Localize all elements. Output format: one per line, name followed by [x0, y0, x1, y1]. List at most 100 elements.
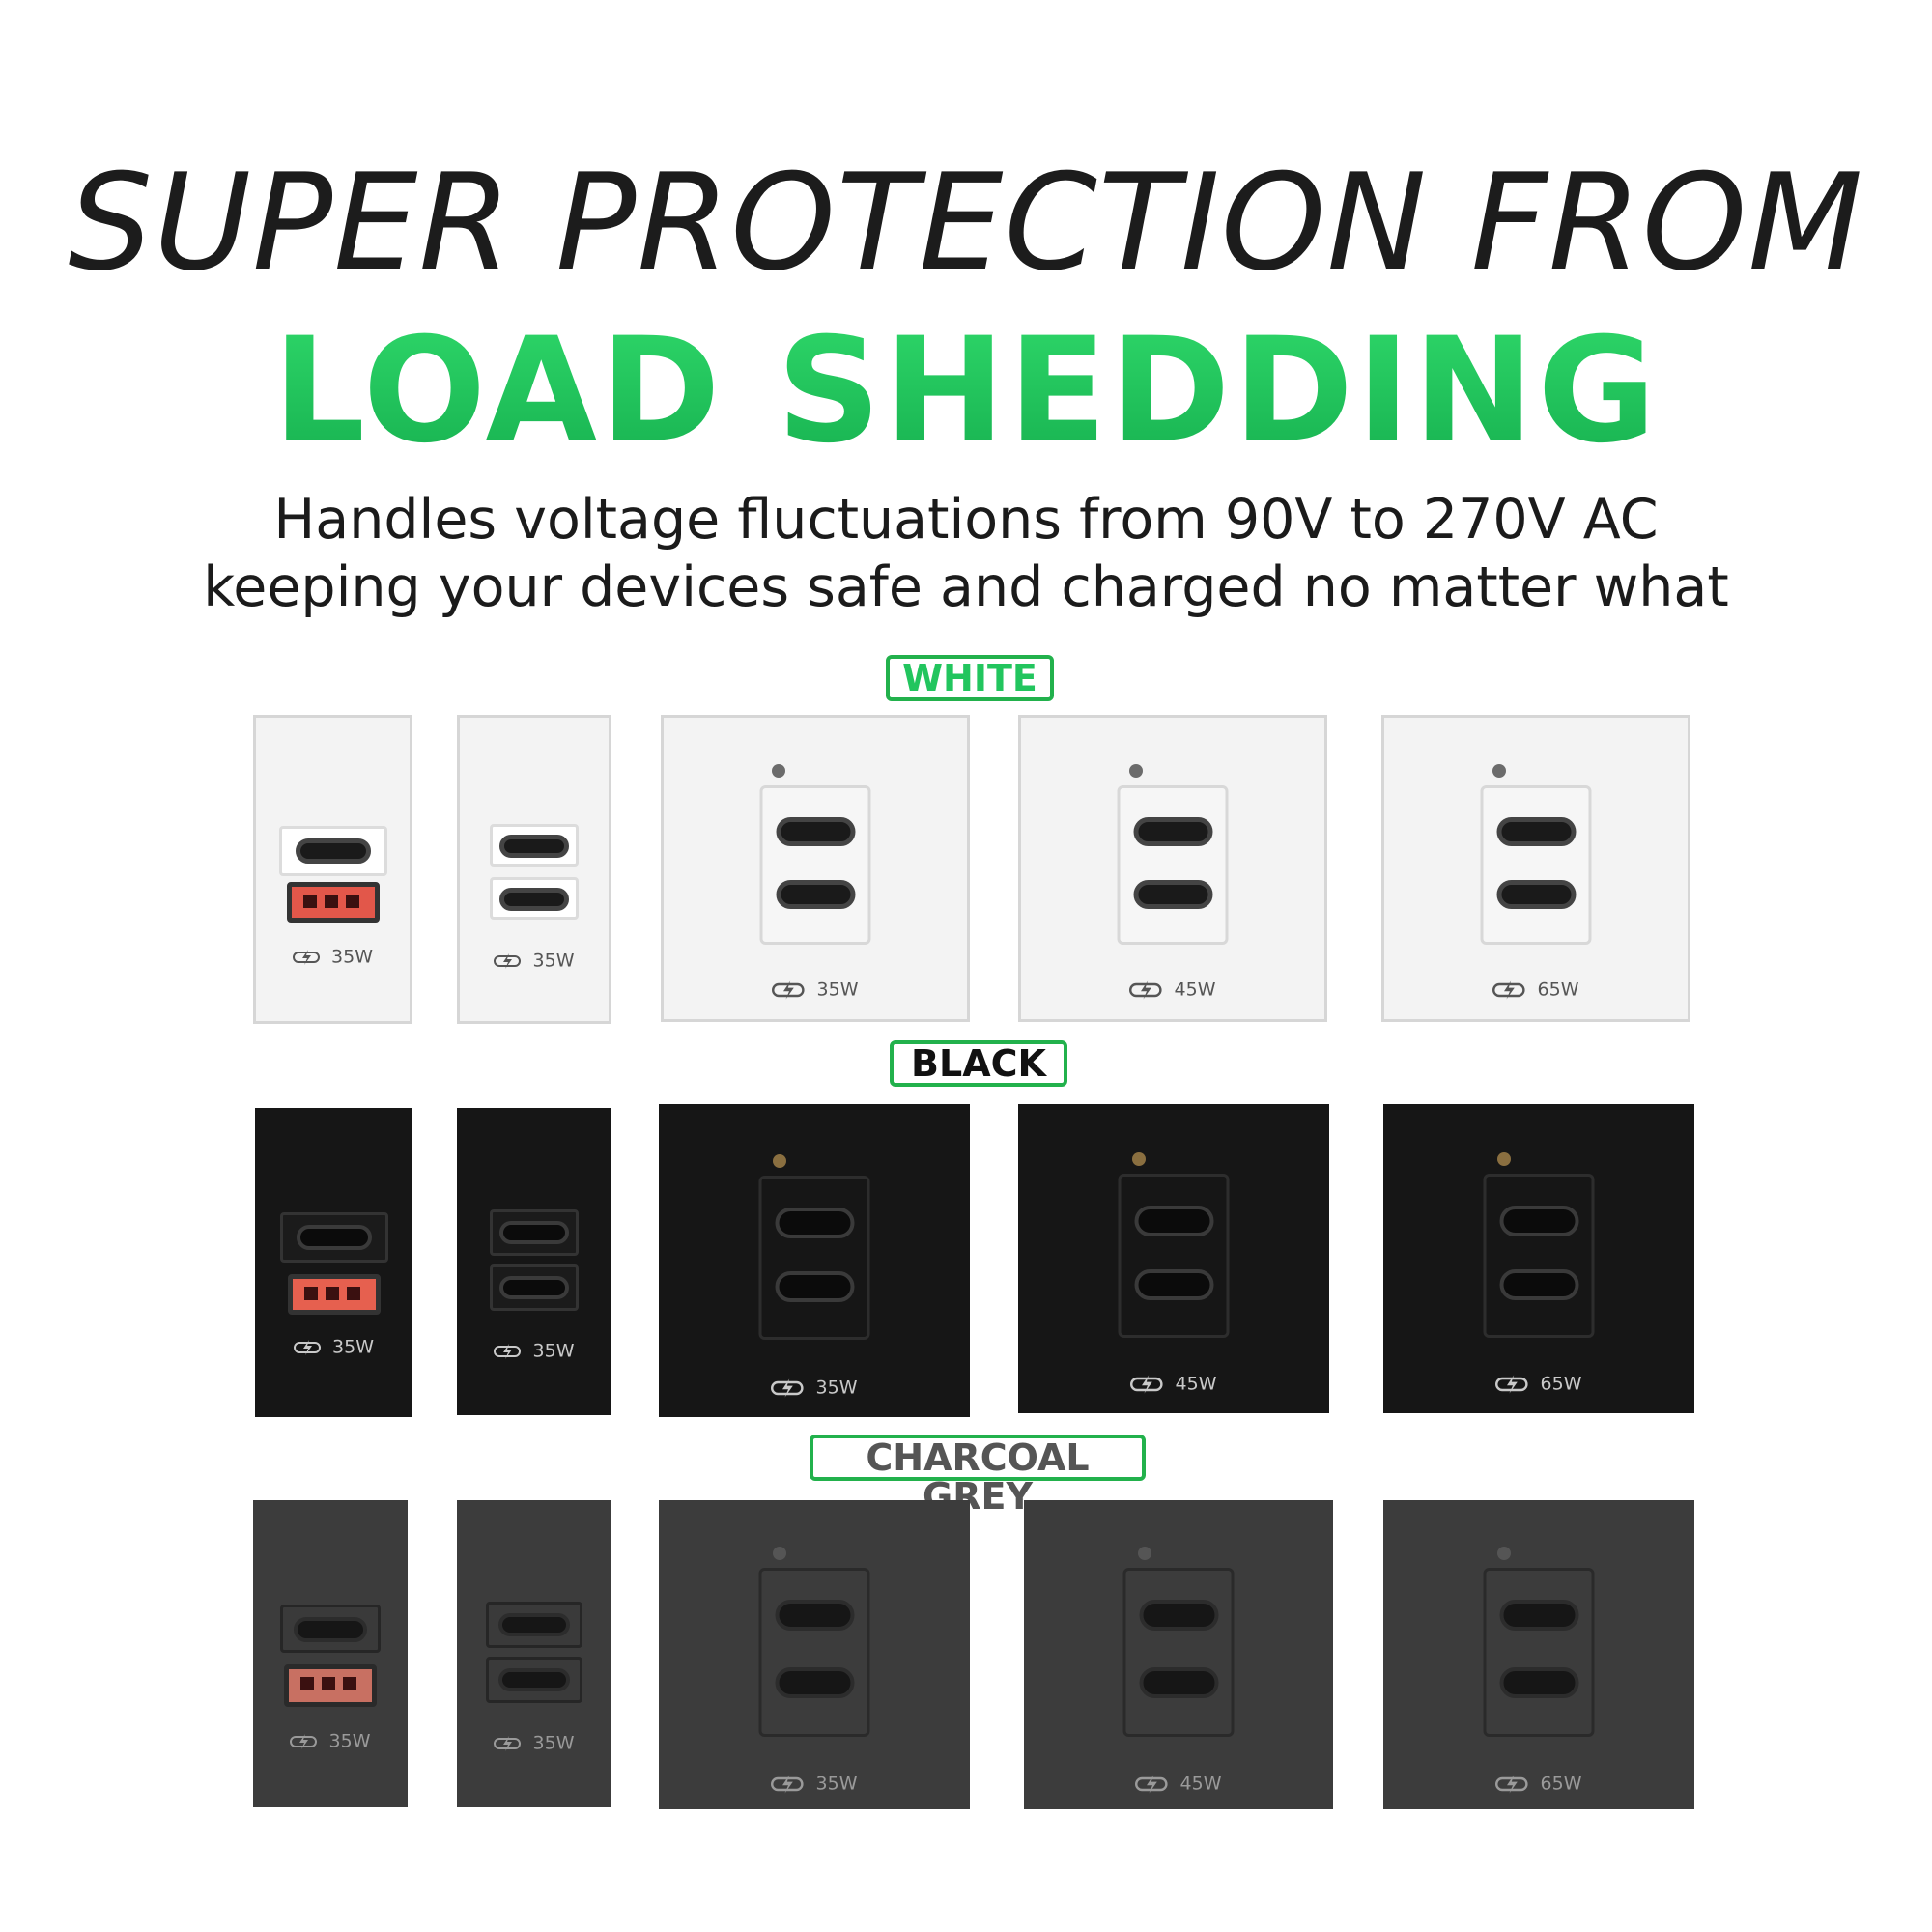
indicator-led — [1129, 764, 1143, 778]
usb-c-port — [296, 1225, 372, 1250]
usb-c-port — [1499, 1269, 1578, 1300]
wattage-label: 35W — [256, 946, 410, 968]
product-tile: 35W — [661, 715, 970, 1022]
indicator-led — [1497, 1547, 1511, 1560]
indicator-led — [1497, 1152, 1511, 1166]
wattage-label: 35W — [253, 1730, 408, 1752]
usb-c-port — [1496, 880, 1576, 909]
product-tile: 65W — [1383, 1500, 1694, 1809]
charging-bolt-icon — [293, 1339, 321, 1355]
product-tile: 45W — [1018, 1104, 1329, 1413]
usb-c-port — [1499, 1206, 1578, 1236]
charging-bolt-icon — [772, 980, 806, 1000]
wattage-label: 65W — [1383, 1773, 1694, 1795]
wattage-label: 65W — [1384, 979, 1688, 1001]
indicator-led — [772, 764, 785, 778]
product-tile: 35W — [659, 1500, 970, 1809]
usb-c-port-recess — [279, 1212, 388, 1263]
usb-c-port — [499, 888, 569, 911]
usb-c-port-recess — [490, 1264, 579, 1311]
usb-c-port — [775, 1271, 854, 1302]
usb-c-port — [1496, 817, 1576, 846]
usb-c-module — [758, 1176, 870, 1340]
charging-bolt-icon — [1495, 1374, 1529, 1394]
charging-bolt-icon — [494, 1735, 522, 1751]
usb-c-module — [759, 785, 871, 945]
usb-c-port — [295, 838, 371, 864]
headline-line1: SUPER PROTECTION FROM — [68, 145, 1864, 300]
usb-c-port — [1499, 1600, 1578, 1631]
usb-a-port — [284, 1664, 377, 1707]
product-tile: 35W — [457, 715, 611, 1024]
charging-bolt-icon — [1135, 1774, 1169, 1794]
charging-bolt-icon — [1495, 1774, 1529, 1794]
usb-c-module — [1117, 785, 1229, 945]
product-tile: 35W — [457, 1500, 611, 1807]
wattage-label: 35W — [664, 979, 967, 1001]
wattage-label: 45W — [1018, 1373, 1329, 1395]
usb-c-port-recess — [280, 1605, 381, 1653]
wattage-label: 45W — [1024, 1773, 1333, 1795]
wattage-label: 35W — [460, 950, 609, 972]
usb-c-module — [1483, 1174, 1595, 1338]
usb-c-module — [1118, 1174, 1230, 1338]
charging-bolt-icon — [290, 1733, 318, 1749]
wattage-label: 35W — [457, 1340, 611, 1362]
wattage-label: 35W — [659, 1773, 970, 1795]
usb-c-module — [1483, 1568, 1595, 1737]
usb-c-port-recess — [490, 824, 579, 867]
color-label-black: BLACK — [890, 1040, 1067, 1087]
product-tile: 45W — [1024, 1500, 1333, 1809]
usb-c-port — [1139, 1667, 1218, 1698]
usb-c-port — [775, 1667, 854, 1698]
indicator-led — [1492, 764, 1506, 778]
usb-c-port — [1134, 1206, 1213, 1236]
usb-c-port-recess — [486, 1602, 582, 1648]
usb-c-port — [499, 835, 569, 858]
usb-c-port — [294, 1617, 367, 1642]
product-tile: 35W — [253, 1500, 408, 1807]
usb-c-port-recess — [278, 826, 387, 876]
usb-c-port — [1139, 1600, 1218, 1631]
charging-bolt-icon — [1130, 1374, 1164, 1394]
subheadline-line1: Handles voltage fluctuations from 90V to… — [273, 488, 1659, 552]
usb-c-port — [498, 1668, 570, 1691]
usb-c-port — [498, 1613, 570, 1636]
usb-c-port — [1134, 1269, 1213, 1300]
wattage-label: 45W — [1021, 979, 1324, 1001]
charging-bolt-icon — [771, 1774, 805, 1794]
usb-c-module — [758, 1568, 870, 1737]
indicator-led — [1138, 1547, 1151, 1560]
headline-line2: LOAD SHEDDING — [0, 307, 1932, 475]
usb-c-port — [499, 1221, 569, 1244]
product-tile: 65W — [1381, 715, 1690, 1022]
charging-bolt-icon — [292, 949, 320, 965]
usb-c-port — [1133, 880, 1212, 909]
charging-bolt-icon — [494, 952, 522, 969]
usb-c-port — [1133, 817, 1212, 846]
usb-c-port — [775, 1208, 854, 1238]
charging-bolt-icon — [1129, 980, 1163, 1000]
usb-c-port — [499, 1276, 569, 1299]
wattage-label: 35W — [659, 1377, 970, 1399]
subheadline-line2: keeping your devices safe and charged no… — [203, 555, 1729, 619]
usb-c-module — [1122, 1568, 1235, 1737]
wattage-label: 35W — [457, 1732, 611, 1754]
product-tile: 35W — [253, 715, 412, 1024]
charging-bolt-icon — [1492, 980, 1526, 1000]
indicator-led — [773, 1547, 786, 1560]
indicator-led — [773, 1154, 786, 1168]
product-tile: 35W — [659, 1104, 970, 1417]
usb-c-port — [775, 1600, 854, 1631]
product-tile: 35W — [255, 1108, 412, 1417]
color-label-charcoal-grey: CHARCOAL GREY — [810, 1435, 1146, 1516]
usb-c-module — [1480, 785, 1592, 945]
indicator-led — [1132, 1152, 1146, 1166]
usb-a-port — [287, 1274, 381, 1315]
usb-c-port — [1499, 1667, 1578, 1698]
usb-c-port — [776, 880, 855, 909]
usb-c-port-recess — [490, 877, 579, 920]
product-tile: 65W — [1383, 1104, 1694, 1413]
color-label-white: WHITE — [886, 655, 1054, 701]
wattage-label: 65W — [1383, 1373, 1694, 1395]
